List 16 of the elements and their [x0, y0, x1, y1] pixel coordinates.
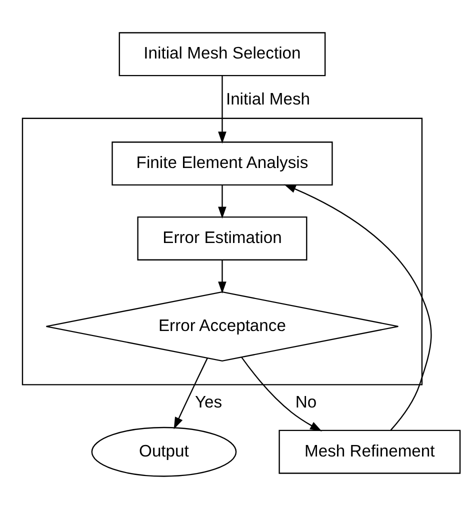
- node-diamond: Error Acceptance: [46, 290, 399, 362]
- node-box: Initial Mesh Selection: [118, 32, 326, 76]
- arrow: [174, 357, 208, 429]
- edge-label: Initial Mesh: [226, 88, 310, 108]
- node-box: Finite Element Analysis: [112, 141, 333, 186]
- edge-label: No: [295, 392, 317, 412]
- arrow: [218, 184, 226, 218]
- node-box: Mesh Refinement: [278, 429, 461, 474]
- arrow: [218, 259, 226, 294]
- node-box: Error Estimation: [137, 216, 308, 260]
- arrow: [284, 184, 432, 430]
- edge-label: Yes: [194, 392, 222, 412]
- arrow: [241, 356, 322, 431]
- cluster: [22, 117, 423, 385]
- arrow: [218, 75, 226, 144]
- node-ellipse: Output: [91, 426, 237, 476]
